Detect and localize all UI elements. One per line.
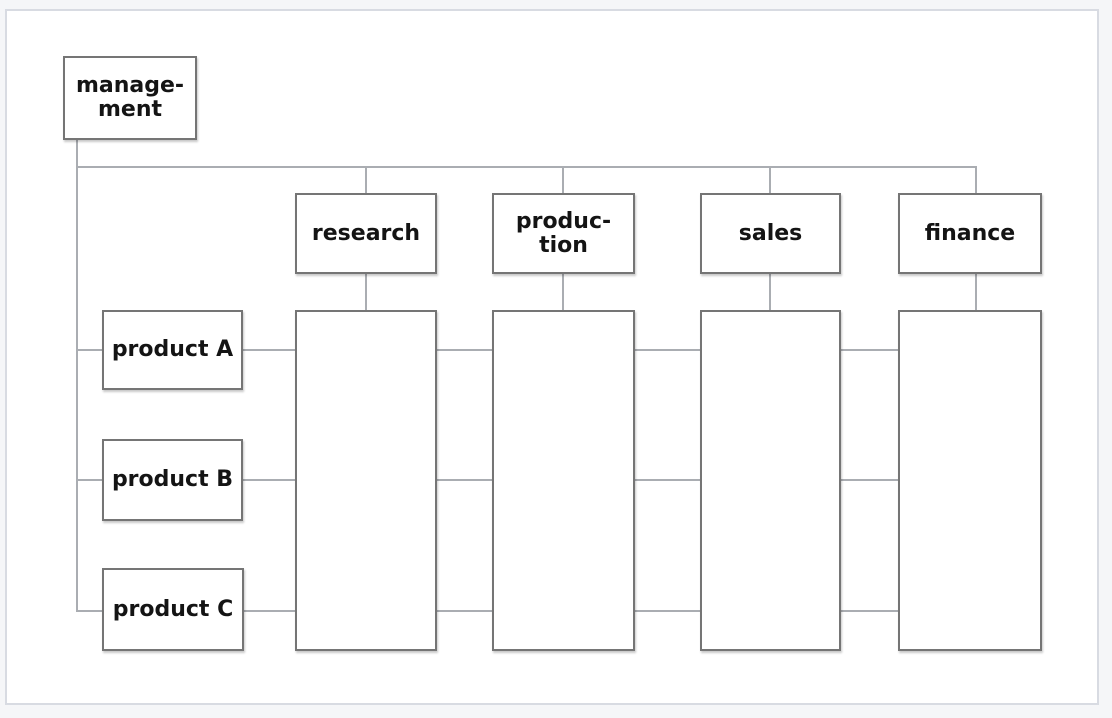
column-sales	[700, 310, 841, 651]
connector-row-c	[76, 610, 103, 612]
connector-row-a	[437, 349, 493, 351]
column-research	[295, 310, 437, 651]
connector-row-c	[841, 610, 899, 612]
connector-stub-finance-bottom	[975, 274, 977, 311]
column-finance	[898, 310, 1042, 651]
connector-row-c	[243, 610, 296, 612]
connector-stub-research-bottom	[365, 274, 367, 311]
node-management: manage- ment	[63, 56, 197, 140]
connector-row-c	[437, 610, 493, 612]
connector-row-b	[635, 479, 701, 481]
connector-management-trunk	[76, 140, 78, 611]
connector-stub-research-top	[365, 166, 367, 194]
connector-stub-sales-bottom	[769, 274, 771, 311]
node-production: produc- tion	[492, 193, 635, 274]
connector-row-a	[76, 349, 103, 351]
node-research: research	[295, 193, 437, 274]
connector-row-b	[243, 479, 296, 481]
connector-top-rail	[76, 166, 977, 168]
node-finance: finance	[898, 193, 1042, 274]
node-product-a: product A	[102, 310, 243, 390]
connector-stub-production-top	[562, 166, 564, 194]
connector-row-a	[635, 349, 701, 351]
node-sales: sales	[700, 193, 841, 274]
connector-stub-finance-top	[975, 166, 977, 194]
column-production	[492, 310, 635, 651]
connector-row-b	[76, 479, 103, 481]
node-product-c: product C	[102, 568, 244, 651]
connector-stub-production-bottom	[562, 274, 564, 311]
connector-row-b	[841, 479, 899, 481]
connector-row-a	[243, 349, 296, 351]
connector-row-b	[437, 479, 493, 481]
connector-stub-sales-top	[769, 166, 771, 194]
connector-row-c	[635, 610, 701, 612]
node-product-b: product B	[102, 439, 243, 521]
connector-row-a	[841, 349, 899, 351]
